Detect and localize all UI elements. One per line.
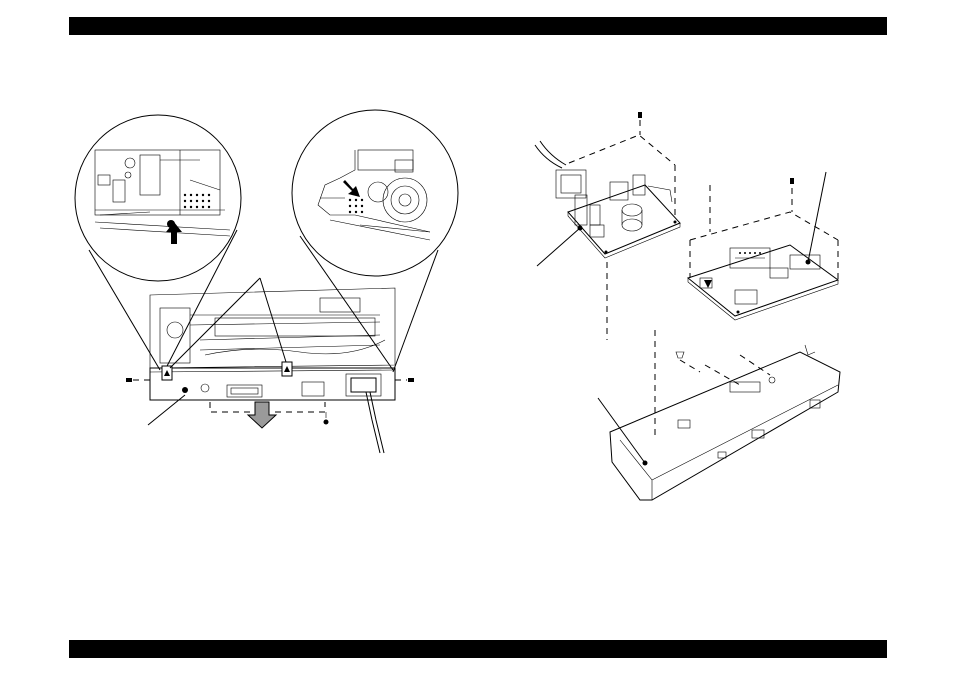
screw-icon <box>638 112 642 118</box>
screw-icon <box>790 178 794 184</box>
lower-shield-plate <box>610 345 840 500</box>
screw-icon <box>676 352 684 358</box>
figure-left-printer-rear <box>75 110 458 453</box>
arrow-down-icon <box>248 402 276 428</box>
printer-rear-view <box>126 278 414 453</box>
detail-circle-right <box>292 110 458 276</box>
screw-icon <box>408 378 414 382</box>
arrow-down-icon <box>704 280 712 288</box>
power-supply-board <box>556 170 680 258</box>
main-controller-board <box>688 245 838 320</box>
detail-circle-left <box>75 115 241 281</box>
screw-icon <box>126 378 132 382</box>
figure-right-exploded-view <box>535 112 840 500</box>
arrow-down-icon <box>343 180 360 197</box>
